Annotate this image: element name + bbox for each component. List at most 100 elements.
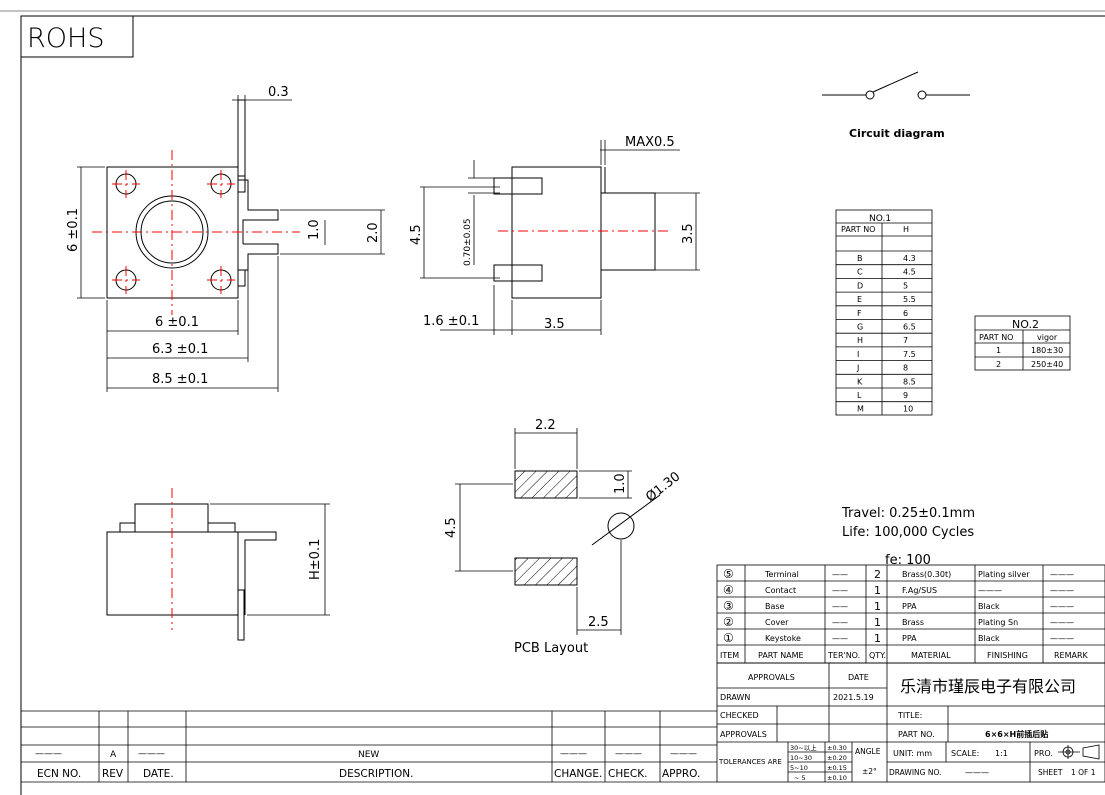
dim-6: 6 ±0.1 bbox=[155, 315, 199, 330]
bom-ter-cell: —— bbox=[832, 570, 848, 579]
no1-part-cell: K bbox=[857, 377, 863, 386]
bom-qty-cell: 1 bbox=[874, 600, 881, 613]
no1-h-cell: 7 bbox=[903, 336, 908, 345]
dim-0.70: 0.70±0.05 bbox=[463, 218, 473, 266]
title-drawn: DRAWN bbox=[720, 693, 750, 702]
rev-desc-val: NEW bbox=[358, 750, 379, 760]
bom-name-cell: Terminal bbox=[764, 570, 799, 579]
bom-finish-cell: Black bbox=[978, 602, 1000, 611]
title-scale: SCALE: bbox=[951, 749, 979, 758]
no1-h-cell: 6.5 bbox=[903, 323, 916, 332]
bom-finish-cell: Plating Sn bbox=[978, 618, 1018, 627]
title-approvals2: APPROVALS bbox=[720, 730, 767, 739]
no2-header-vigor: vigor bbox=[1037, 333, 1058, 342]
pcb-layout bbox=[514, 470, 661, 586]
bom-item-cell: ⑤ bbox=[723, 567, 734, 581]
bom-remark-cell: ——— bbox=[1050, 602, 1074, 611]
dim-1.0: 1.0 bbox=[307, 219, 322, 240]
rev-change-header: CHANGE. bbox=[554, 768, 602, 780]
dim-1.6: 1.6 ±0.1 bbox=[423, 314, 479, 329]
title-title-label: TITLE: bbox=[897, 711, 922, 720]
rev-change-val: ——— bbox=[560, 749, 587, 759]
bom-name-cell: Keystoke bbox=[765, 634, 801, 643]
no1-part-cell: D bbox=[857, 281, 863, 290]
front-view bbox=[106, 503, 277, 641]
rev-date-val: ——— bbox=[138, 749, 165, 759]
tol-value-1: ±0.30 bbox=[827, 744, 847, 752]
rev-ecn-header: ECN NO. bbox=[37, 768, 81, 780]
no1-h-cell: 4.5 bbox=[903, 268, 916, 277]
no1-header-part: PART NO bbox=[841, 225, 875, 234]
bom-material-cell: PPA bbox=[902, 634, 917, 643]
bom-material-cell: Brass(0.30t) bbox=[902, 570, 951, 579]
no1-part-cell: B bbox=[857, 254, 863, 263]
no1-h-cell: 4.3 bbox=[903, 254, 916, 263]
bom-item-cell: ④ bbox=[723, 583, 734, 597]
revision-block-grid bbox=[21, 710, 717, 783]
rev-rev-val: A bbox=[110, 750, 117, 760]
life-spec: Life: 100,000 Cycles bbox=[842, 525, 974, 540]
bom-ter-cell: —— bbox=[832, 586, 848, 595]
circuit-switch-symbol bbox=[822, 71, 970, 100]
no1-h-cell: 9 bbox=[903, 391, 908, 400]
rev-ecn-val: ——— bbox=[35, 749, 62, 759]
no1-h-cell: 10 bbox=[903, 405, 913, 414]
bom-finish-cell: ——— bbox=[978, 586, 1002, 595]
no2-header-part: PART NO bbox=[979, 333, 1013, 342]
rohs-text: ROHS bbox=[27, 23, 104, 54]
bom-remark-cell: ——— bbox=[1050, 586, 1074, 595]
bom-header-name: PART NAME bbox=[758, 651, 804, 660]
dim-max0.5: MAX0.5 bbox=[625, 135, 675, 150]
bom-header-finish: FINISHING bbox=[987, 651, 1028, 660]
no1-header-h: H bbox=[903, 225, 909, 234]
bom-ter-cell: —— bbox=[832, 634, 848, 643]
title-checked: CHECKED bbox=[720, 711, 759, 720]
no1-table bbox=[835, 209, 933, 416]
side-view-dimensions bbox=[420, 140, 700, 335]
no2-row1-vigor: 180±30 bbox=[1031, 346, 1063, 355]
side-view bbox=[493, 166, 656, 299]
dim-3.5-vertical: 3.5 bbox=[681, 223, 696, 244]
no1-part-cell: H bbox=[857, 336, 863, 345]
tol-range-1: 30~以上 bbox=[790, 743, 817, 752]
bom-remark-cell: ——— bbox=[1050, 570, 1074, 579]
title-angle: ANGLE bbox=[855, 747, 881, 756]
force-spec: fe: 100 bbox=[885, 553, 931, 568]
rev-check-header: CHECK. bbox=[608, 768, 647, 780]
pcb-dim-2.5: 2.5 bbox=[588, 615, 609, 630]
pcb-dim-1.0: 1.0 bbox=[613, 473, 628, 494]
bom-qty-cell: 2 bbox=[874, 568, 881, 581]
rev-date-header: DATE. bbox=[143, 768, 174, 780]
dim-0.3: 0.3 bbox=[268, 85, 289, 100]
no1-h-cell: 7.5 bbox=[903, 350, 916, 359]
no1-h-cell: 5.5 bbox=[903, 295, 916, 304]
title-scale-val: 1:1 bbox=[995, 749, 1008, 758]
no1-h-cell: 8 bbox=[903, 364, 908, 373]
dim-h-tolerance: H±0.1 bbox=[308, 539, 323, 580]
tol-value-4: ±0.10 bbox=[827, 774, 847, 782]
title-drawing-no: DRAWING NO. bbox=[889, 768, 941, 777]
no1-part-cell: G bbox=[857, 323, 863, 332]
tol-value-3: ±0.15 bbox=[827, 764, 847, 772]
no1-part-cell: F bbox=[857, 309, 862, 318]
bom-finish-cell: Black bbox=[978, 634, 1000, 643]
title-angle-val: ±2° bbox=[862, 767, 877, 776]
no2-row2-part: 2 bbox=[996, 360, 1001, 369]
title-drawn-date: 2021.5.19 bbox=[833, 693, 874, 702]
tol-range-2: 10~30 bbox=[790, 754, 812, 762]
title-unit: UNIT: mm bbox=[893, 749, 932, 758]
bom-item-cell: ② bbox=[723, 615, 734, 629]
bom-name-cell: Cover bbox=[765, 618, 789, 627]
no1-part-cell: J bbox=[856, 364, 859, 373]
bom-header-remark: REMARK bbox=[1054, 651, 1089, 660]
title-part-no: PART NO. bbox=[898, 730, 935, 739]
company-name: 乐清市瑾辰电子有限公司 bbox=[900, 677, 1076, 696]
rev-desc-header: DESCRIPTION. bbox=[339, 768, 413, 780]
bom-qty-cell: 1 bbox=[874, 632, 881, 645]
bom-qty-cell: 1 bbox=[874, 616, 881, 629]
projection-symbol-icon bbox=[1058, 744, 1100, 760]
title-date-header: DATE bbox=[848, 673, 869, 682]
dim-2.0: 2.0 bbox=[366, 222, 381, 243]
